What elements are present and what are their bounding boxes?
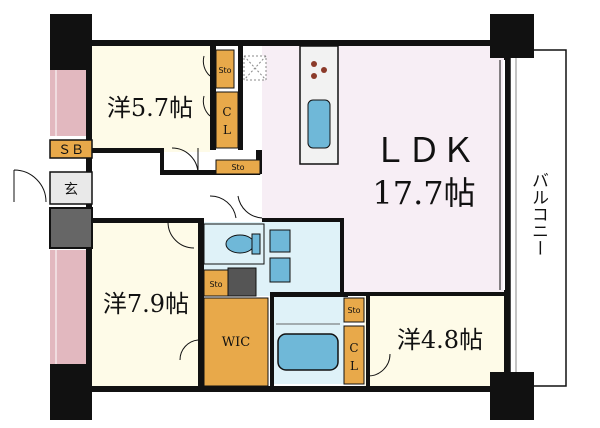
window-left-bottom (50, 250, 92, 364)
pillars (50, 14, 534, 420)
front-door (13, 169, 47, 203)
western3-label: 洋4.8帖 (397, 326, 483, 354)
shoe-box-label: ＳＢ (58, 143, 84, 158)
sto-w1 (215, 49, 235, 89)
western2-label: 洋7.9帖 (103, 290, 189, 318)
burner-icon (321, 67, 327, 73)
cl-w1 (215, 91, 239, 149)
sto-w3-label: Sto (347, 306, 360, 315)
toilet-tank-icon (251, 233, 261, 255)
ldk-size: 17.7帖 (372, 174, 475, 212)
kitchen-sink-icon (307, 99, 331, 149)
cl-w1-label-l: L (223, 123, 231, 137)
burner-icon (311, 61, 317, 67)
entrance (49, 171, 93, 205)
ldk-name: ＬＤＫ (373, 131, 475, 171)
cl-w3-label-l: L (350, 359, 358, 373)
shoe-box (49, 139, 93, 159)
sto-w3 (343, 297, 365, 323)
entrance-closet (49, 207, 93, 249)
western1-floor (92, 44, 210, 152)
sto-wic-label: Sto (209, 280, 222, 289)
wic-label: WIC (222, 335, 250, 350)
window-left-top (50, 70, 92, 136)
sto-w1-label: Sto (218, 66, 231, 75)
washing-machine-icon (269, 257, 291, 283)
cl-w1-label-c: C (222, 105, 231, 119)
sto-hall (215, 159, 261, 175)
sto-wic (203, 269, 229, 297)
western1-label: 洋5.7帖 (107, 94, 193, 122)
burner-icon (311, 73, 317, 79)
cl-w3 (343, 325, 365, 385)
hallway-floor (92, 170, 262, 222)
washbasin-icon (269, 229, 291, 253)
cl-w3-label-c: C (349, 341, 358, 355)
sto-hall-label: Sto (231, 163, 244, 172)
toilet-icon (225, 234, 255, 254)
entrance-label: 玄 (64, 181, 78, 198)
wic (203, 297, 269, 387)
utility-box (227, 267, 257, 297)
balcony (509, 49, 567, 387)
doors (167, 55, 391, 377)
bathtub-icon (277, 333, 339, 371)
interior-walls (92, 46, 510, 388)
balcony-label: バルコニー (528, 172, 548, 257)
western2-floor (92, 222, 202, 388)
western3-floor (364, 296, 510, 388)
